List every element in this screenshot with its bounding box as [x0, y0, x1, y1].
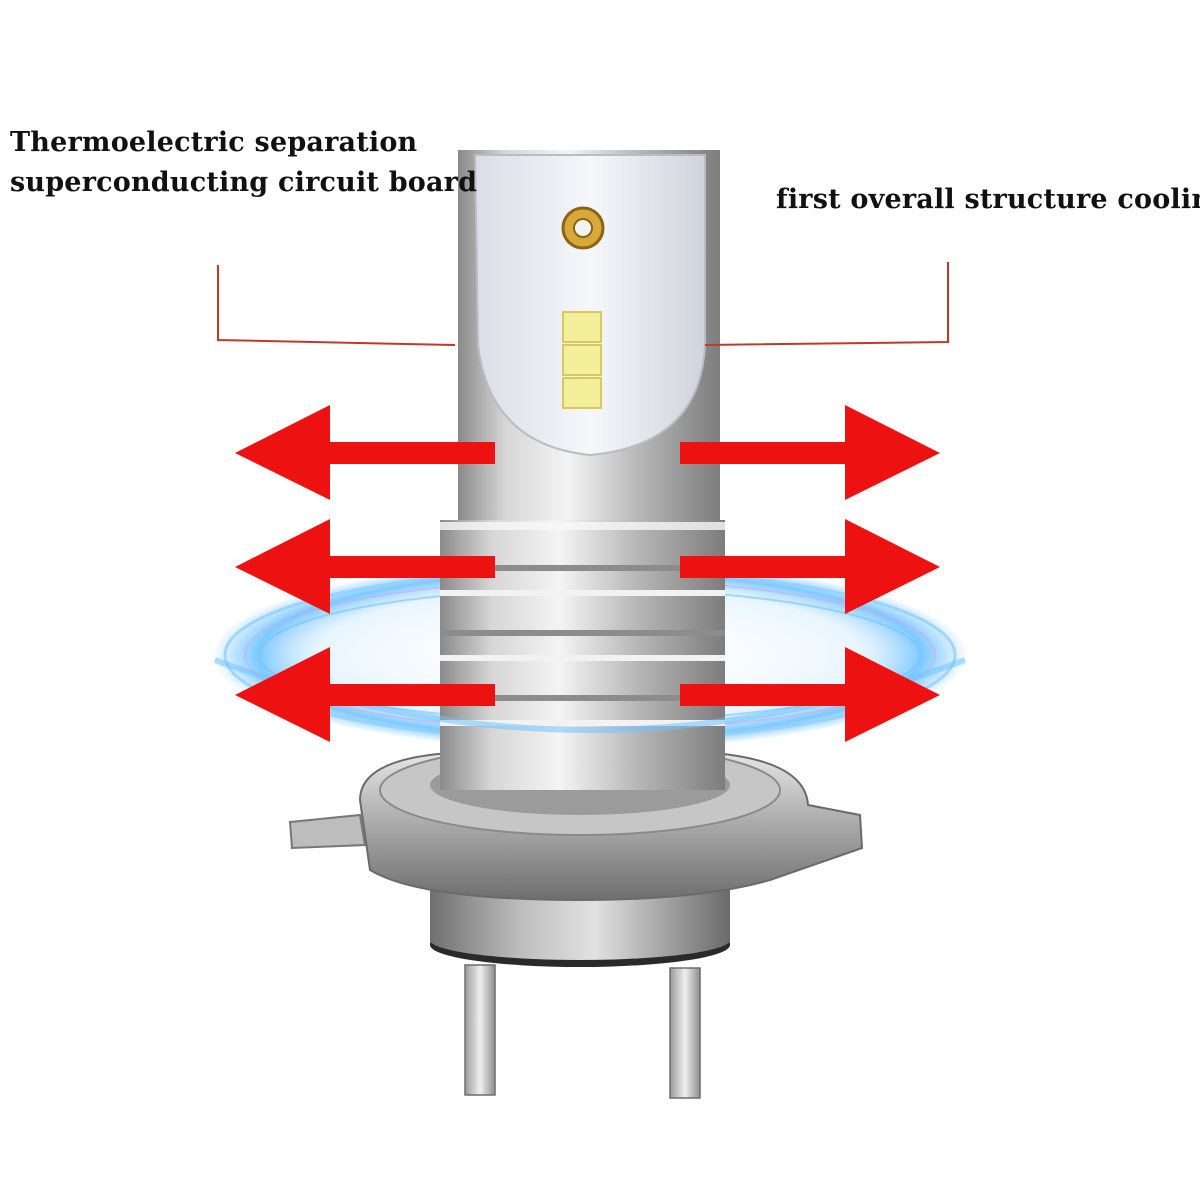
- heat-dissipation-arrow: [680, 519, 940, 614]
- led-chips: [562, 311, 602, 409]
- heat-dissipation-arrow: [235, 647, 495, 742]
- heat-dissipation-arrow: [680, 405, 940, 500]
- annotation-circuit-board: Thermoelectric separation superconductin…: [10, 123, 477, 203]
- bulb-pins: [464, 964, 701, 1099]
- annotation-left-line1: Thermoelectric separation: [10, 127, 418, 158]
- heat-dissipation-arrow: [235, 405, 495, 500]
- bulb-upper-shell: [458, 150, 720, 520]
- annotation-left-line2: superconducting circuit board: [10, 167, 478, 198]
- heat-arrows-left: [235, 405, 495, 742]
- heat-dissipation-arrow: [235, 519, 495, 614]
- heat-dissipation-arrow: [680, 647, 940, 742]
- heat-arrows-right: [680, 405, 940, 742]
- leader-lines: [217, 262, 949, 346]
- annotation-structure-cooling: first overall structure cooling: [776, 184, 1200, 215]
